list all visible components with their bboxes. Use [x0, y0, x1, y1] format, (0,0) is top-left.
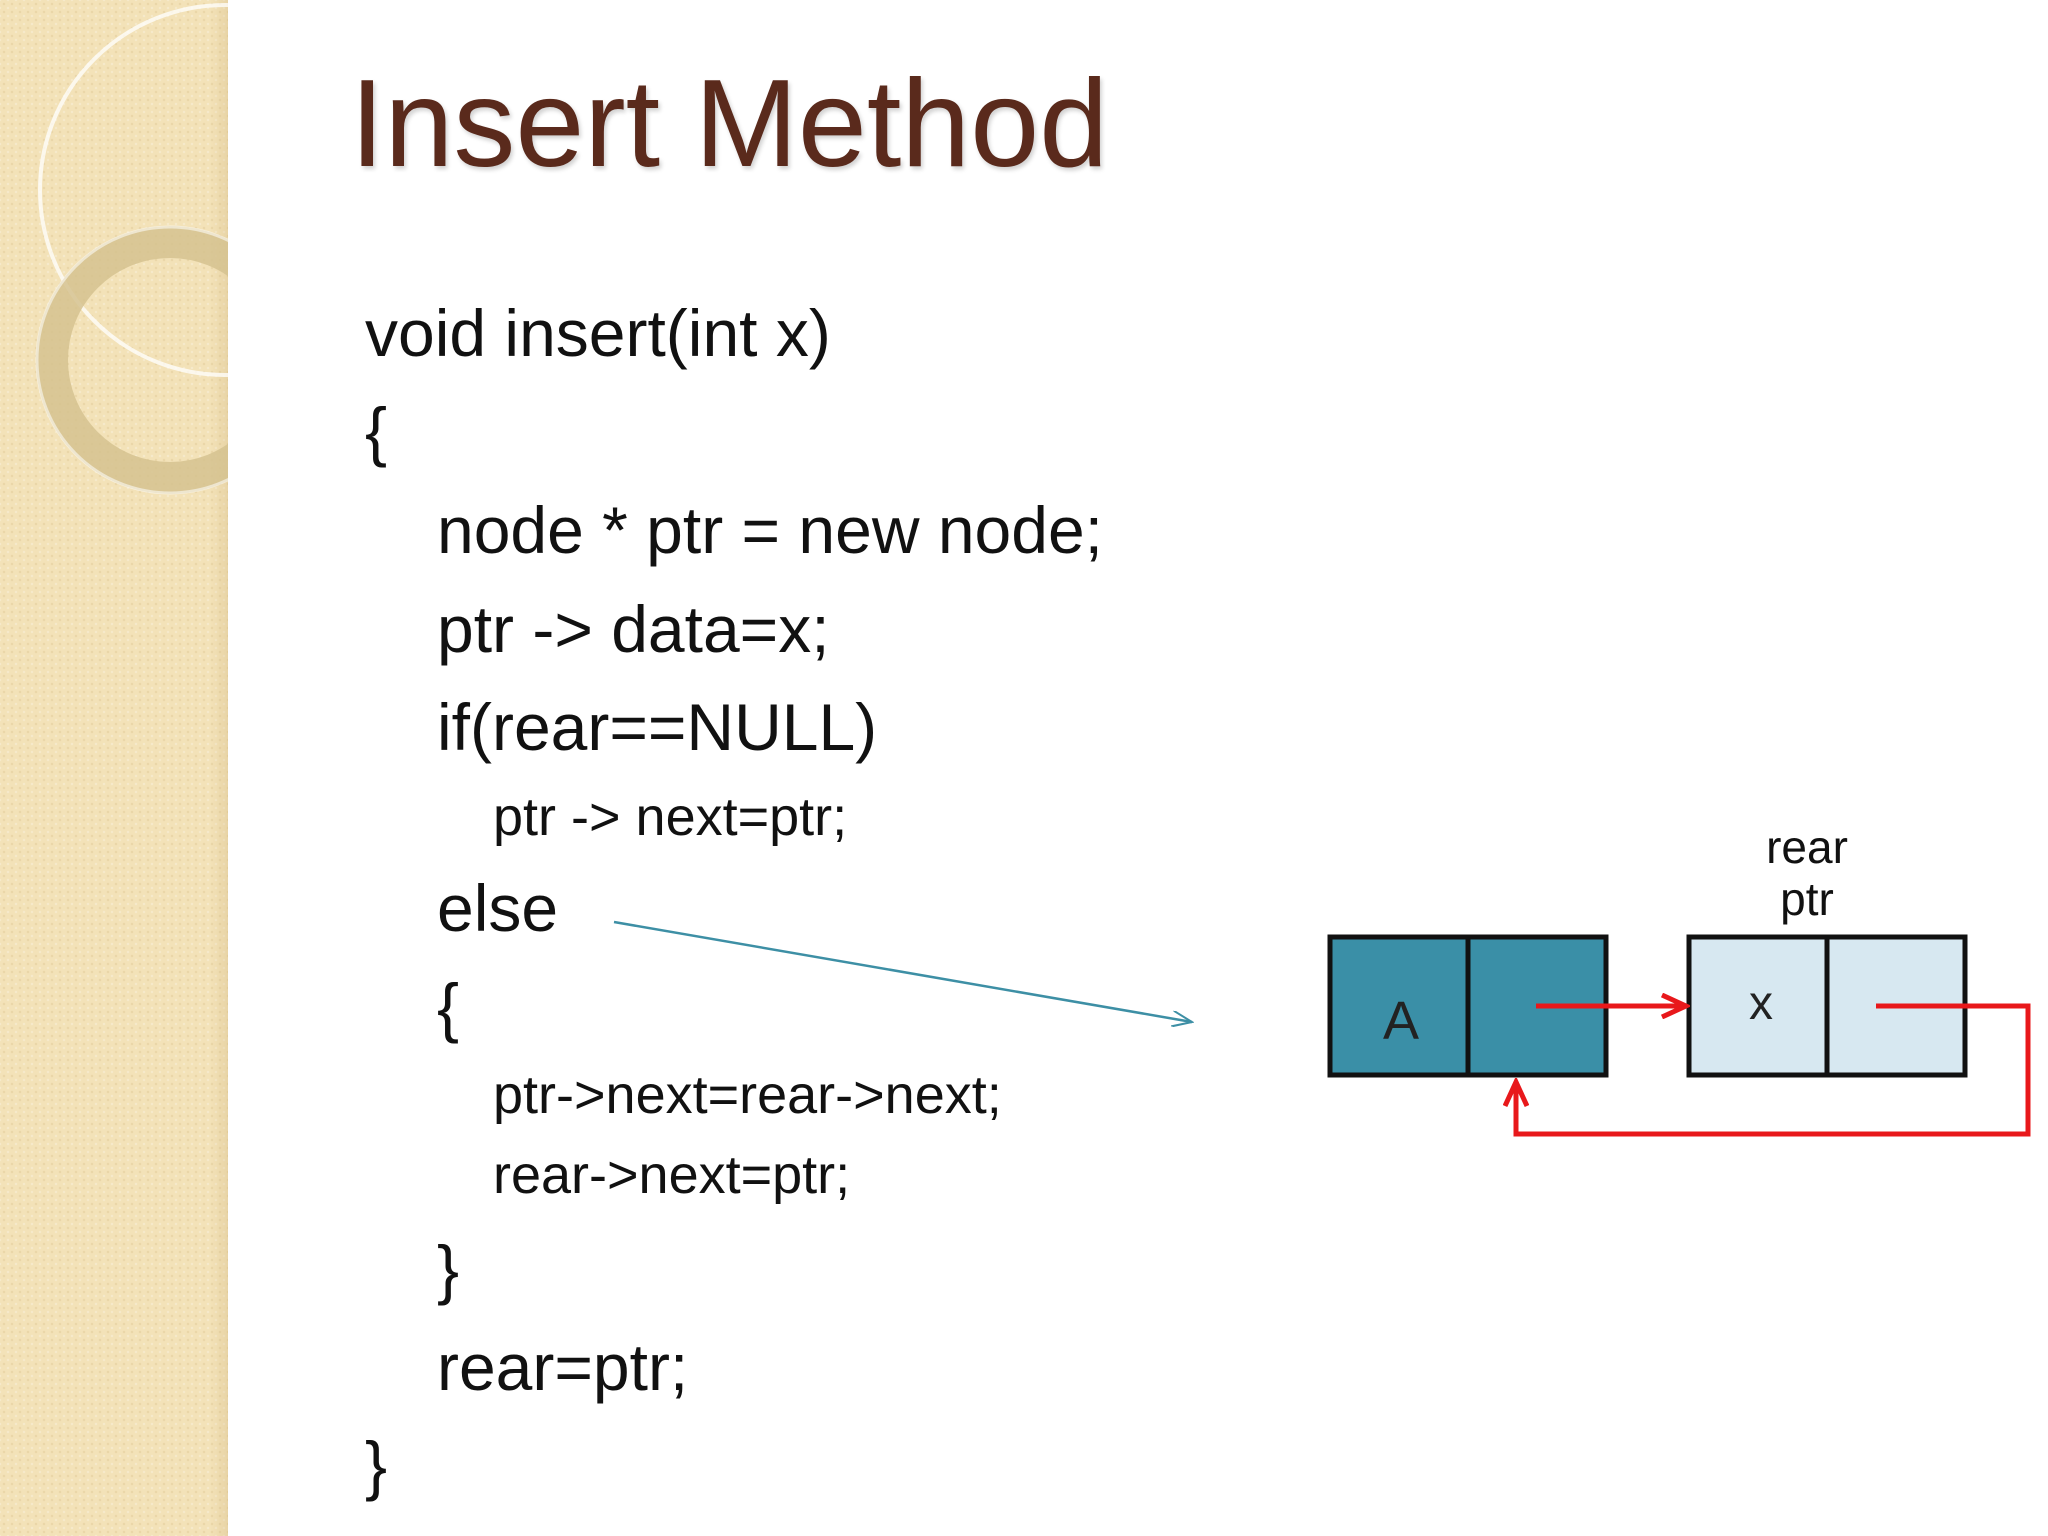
- deco-ring-thick: [36, 226, 228, 494]
- code-line: ptr->next=rear->next;: [493, 1065, 1002, 1125]
- side-band-shadow: [210, 0, 228, 1536]
- code-line: node * ptr = new node;: [437, 493, 1103, 567]
- node-x-next-cell: [1824, 934, 1968, 1078]
- rear-label: rear: [1766, 821, 1848, 873]
- ptr-label: ptr: [1780, 873, 1834, 925]
- code-line: {: [437, 970, 460, 1044]
- node-a-label: A: [1382, 991, 1420, 1051]
- code-line: }: [365, 1428, 388, 1502]
- code-line: {: [365, 394, 388, 468]
- code-line: ptr -> data=x;: [437, 592, 830, 666]
- code-line: ptr -> next=ptr;: [493, 787, 848, 847]
- slide-title: Insert Method: [350, 55, 1109, 193]
- code-line: rear=ptr;: [437, 1330, 689, 1404]
- code-line: else: [437, 871, 559, 945]
- decorative-rings: [35, 3, 228, 495]
- code-line: void insert(int x): [365, 296, 831, 370]
- code-line: }: [437, 1232, 460, 1306]
- callout-arrow: [613, 920, 1192, 1022]
- code-line: rear->next=ptr;: [493, 1145, 851, 1205]
- code-line: if(rear==NULL): [437, 690, 878, 764]
- deco-ring-highlight: [35, 225, 228, 495]
- node-a-next-cell: [1465, 934, 1609, 1078]
- node-x-label: x: [1749, 977, 1773, 1030]
- deco-ring-outer: [38, 3, 228, 377]
